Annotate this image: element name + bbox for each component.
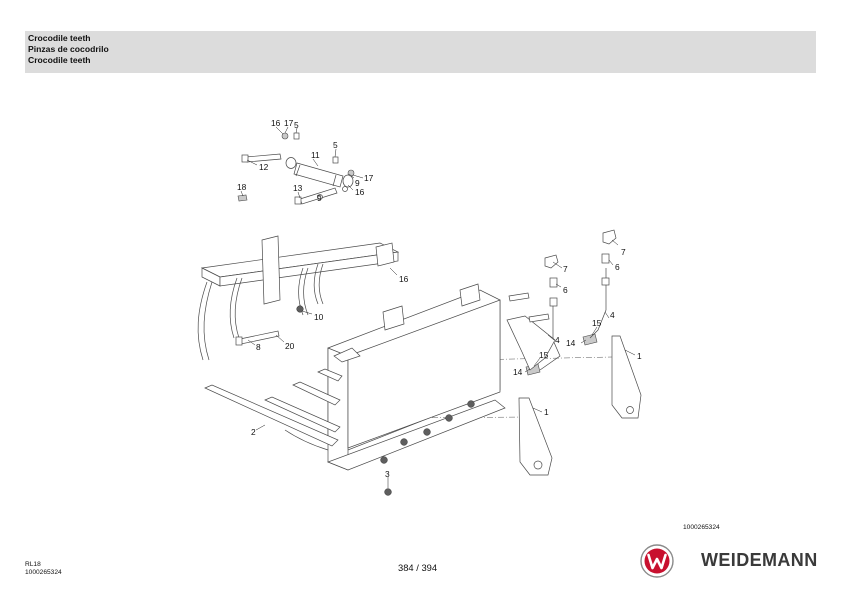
callout-9a: 9 <box>355 178 360 188</box>
callout-10: 10 <box>314 312 324 322</box>
nut-10 <box>296 305 304 313</box>
callout-6b: 6 <box>615 262 620 272</box>
callout-20: 20 <box>285 341 295 351</box>
bracket-15b <box>582 333 598 346</box>
crocodile-tooth-upper <box>611 335 642 419</box>
callout-6a: 6 <box>563 285 568 295</box>
title-english: Crocodile teeth <box>28 33 91 43</box>
callout-1b: 1 <box>544 407 549 417</box>
crocodile-teeth-group <box>506 229 642 476</box>
callout-15a: 15 <box>592 318 602 328</box>
mounting-hardware <box>235 305 475 496</box>
model-number: 1000265324 <box>25 569 62 576</box>
hydraulic-cylinder <box>293 162 344 188</box>
callout-17b: 17 <box>364 173 374 183</box>
leader-lines <box>240 126 636 488</box>
hose-bracket-plate <box>506 315 556 371</box>
drawing-document-number: 1000265324 <box>683 524 720 531</box>
callout-1a: 1 <box>637 351 642 361</box>
cylinder-eye-right <box>342 174 354 188</box>
crocodile-tooth-lower <box>518 397 553 476</box>
logo-wordmark: WEIDEMANN <box>701 550 818 570</box>
callout-12: 12 <box>259 162 269 172</box>
locking-plate-18 <box>237 194 248 202</box>
back-plate-side <box>327 347 349 471</box>
nut-3 <box>384 488 392 496</box>
callout-7a: 7 <box>563 264 568 274</box>
fitting-6b <box>601 253 610 264</box>
cylinder-eye-left <box>285 157 297 169</box>
title-spanish: Pinzas de cocodrilo <box>28 44 109 54</box>
hydraulic-hose-4a <box>539 303 561 371</box>
hydraulic-hose-4b <box>589 268 607 339</box>
footer-model-info: RL18 1000265324 <box>25 561 62 577</box>
callout-14b: 14 <box>513 367 523 377</box>
callout-5a: 5 <box>294 120 299 130</box>
lower-tine-2 <box>204 384 339 447</box>
weidemann-logo: WEIDEMANN <box>640 544 822 578</box>
model-name: RL18 <box>25 561 41 568</box>
callout-2: 2 <box>251 427 256 437</box>
callout-16b: 16 <box>355 187 365 197</box>
callout-17a: 17 <box>284 118 294 128</box>
callout-18: 18 <box>237 182 247 192</box>
grease-nipple-5a <box>293 132 300 140</box>
callout-16c: 16 <box>399 274 409 284</box>
callout-4b: 4 <box>610 310 615 320</box>
callout-14a: 14 <box>566 338 576 348</box>
callout-11: 11 <box>311 150 320 160</box>
left-upright <box>261 235 281 305</box>
callout-7b: 7 <box>621 247 626 257</box>
hydraulic-cylinder-group <box>237 132 355 205</box>
coupling-7a <box>544 254 559 269</box>
callout-4a: 4 <box>555 335 560 345</box>
callout-13: 13 <box>293 183 303 193</box>
bottom-rail <box>327 399 506 471</box>
callout-9b: 9 <box>317 193 322 203</box>
callout-3: 3 <box>385 469 390 479</box>
bolt-12 <box>245 153 282 163</box>
title-english-repeat: Crocodile teeth <box>28 55 91 65</box>
fork-frame <box>197 235 506 471</box>
callout-5b: 5 <box>333 140 338 150</box>
grease-nipple-5b <box>332 156 339 164</box>
page-counter: 384 / 394 <box>398 562 438 573</box>
washer-9a <box>342 186 348 192</box>
callout-16a: 16 <box>271 118 281 128</box>
callout-labels: 16 17 5 11 12 5 9 17 16 18 13 9 16 10 8 … <box>237 118 642 479</box>
header-band: Crocodile teeth Pinzas de cocodrilo Croc… <box>25 31 816 73</box>
upper-tine-1 <box>197 281 208 361</box>
weidemann-w-logo-icon <box>640 544 674 578</box>
fitting-6a <box>549 277 558 288</box>
nut-row-1 <box>380 456 388 464</box>
callout-8: 8 <box>256 342 261 352</box>
callout-15b: 15 <box>539 350 549 360</box>
